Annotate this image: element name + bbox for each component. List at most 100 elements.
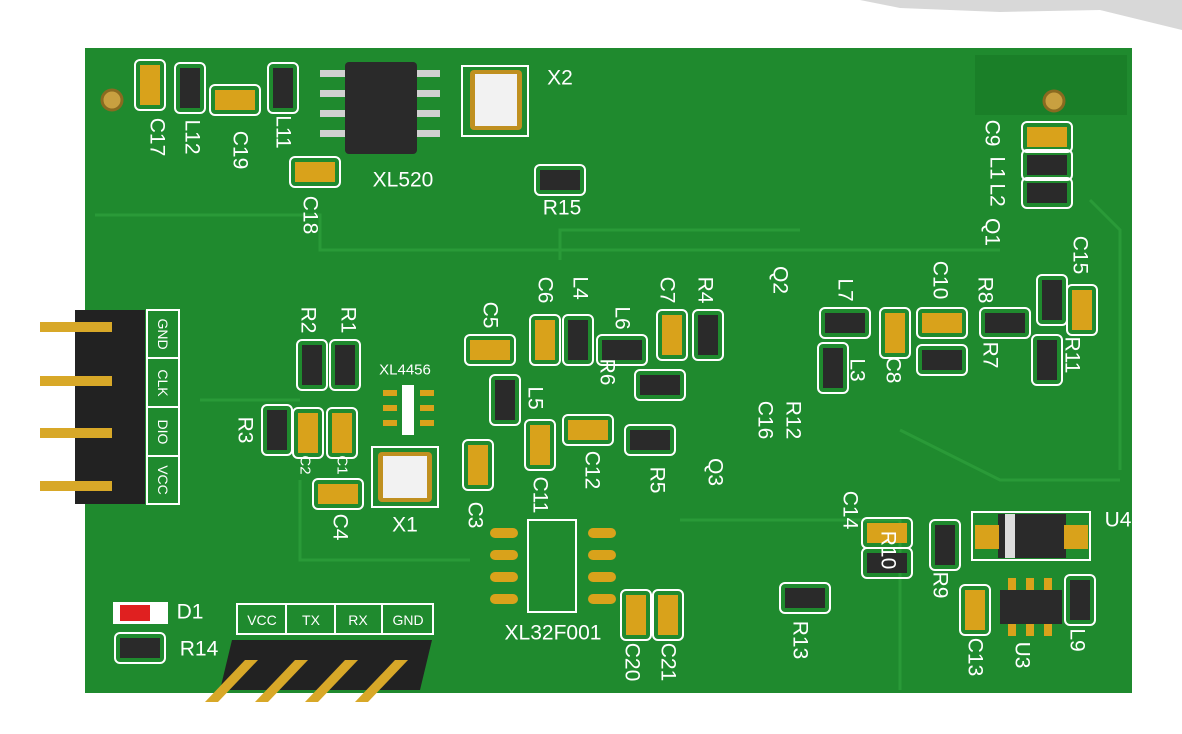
label-r2: R2	[296, 306, 320, 334]
resistor-inductor	[785, 588, 825, 608]
resistor-inductor	[335, 345, 355, 385]
resistor-inductor	[1027, 155, 1067, 175]
footprint-outline	[1021, 177, 1073, 209]
pin-header-bottom[interactable]	[205, 603, 434, 702]
label-c9: C9	[980, 119, 1004, 147]
footprint-outline	[174, 62, 206, 114]
footprint-outline	[692, 309, 724, 361]
footprint-outline	[634, 369, 686, 401]
mount-hole	[100, 88, 124, 112]
traces	[95, 198, 1122, 690]
resistor-inductor	[922, 350, 962, 370]
resistor-inductor	[640, 375, 680, 395]
capacitor	[530, 425, 550, 465]
resistor-inductor	[1037, 340, 1057, 380]
capacitor	[215, 90, 255, 110]
footprint-outline	[624, 424, 676, 456]
footprint-outline	[1021, 121, 1073, 153]
capacitor	[867, 523, 907, 543]
capacitor	[140, 65, 160, 105]
capacitor	[468, 445, 488, 485]
footprint-outline	[134, 59, 166, 111]
footprint-outline	[1064, 574, 1096, 626]
footprint-outline	[329, 339, 361, 391]
label-l3: L3	[845, 358, 869, 382]
label-q3: Q3	[703, 457, 727, 487]
label-c19: C19	[228, 130, 252, 170]
footprint-outline	[652, 589, 684, 641]
crystal-x2	[461, 65, 529, 137]
label-r15: R15	[542, 196, 582, 220]
label-x1: X1	[392, 513, 418, 537]
footprint-outline	[292, 407, 324, 459]
label-c6: C6	[533, 276, 557, 304]
capacitor	[1027, 127, 1067, 147]
label-r8: R8	[973, 276, 997, 304]
ic-xl4456	[383, 385, 434, 435]
footprint-outline	[620, 589, 652, 641]
label-l6: L6	[610, 306, 634, 330]
pin-label-gnd: GND	[155, 318, 171, 350]
footprint-outline	[462, 439, 494, 491]
label-c11: C11	[528, 476, 552, 514]
label-u4: U4	[1104, 508, 1132, 532]
label-d1: D1	[176, 600, 204, 624]
label-c15: C15	[1068, 235, 1092, 275]
label-c4: C4	[328, 513, 352, 541]
footprint-outline	[312, 478, 364, 510]
label-r11: R11	[1060, 336, 1084, 374]
label-c3: C3	[463, 501, 487, 529]
pin-label-rx: RX	[348, 612, 368, 628]
resistor-inductor	[1070, 580, 1090, 620]
label-r6: R6	[595, 358, 619, 386]
footprint-outline	[562, 314, 594, 366]
label-l1: L1	[985, 156, 1009, 180]
label-xl520: XL520	[372, 168, 434, 192]
footprint-outline	[562, 414, 614, 446]
resistor-inductor	[273, 68, 293, 108]
label-l4: L4	[568, 276, 592, 300]
label-c21: C21	[656, 642, 680, 682]
label-r4: R4	[693, 276, 717, 304]
footprint-outline	[1066, 284, 1098, 336]
capacitor	[332, 413, 352, 453]
label-c8: C8	[881, 356, 905, 384]
label-r5: R5	[645, 466, 669, 494]
label-c5: C5	[478, 301, 502, 329]
capacitor	[662, 315, 682, 355]
label-l12: L12	[180, 119, 204, 155]
label-r12: R12	[781, 400, 805, 440]
capacitor	[885, 313, 905, 353]
footprint-outline	[879, 307, 911, 359]
label-c18: C18	[298, 195, 322, 235]
resistor-inductor	[935, 525, 955, 565]
mount-hole	[1042, 89, 1066, 113]
pin-header-left[interactable]	[40, 309, 180, 505]
footprint-outline	[489, 374, 521, 426]
label-c10: C10	[928, 260, 952, 300]
label-c7: C7	[655, 276, 679, 304]
capacitor	[1072, 290, 1092, 330]
footprint-outline	[916, 344, 968, 376]
resistor-inductor	[267, 410, 287, 450]
capacitor	[626, 595, 646, 635]
pin-label-gnd: GND	[392, 612, 424, 628]
label-xl32f001: XL32F001	[504, 621, 602, 645]
footprint-outline	[979, 307, 1031, 339]
resistor-inductor	[823, 348, 843, 388]
label-r13: R13	[788, 620, 812, 660]
label-l11: L11	[271, 115, 295, 149]
resistor-inductor	[630, 430, 670, 450]
footprint-outline	[861, 547, 913, 579]
resistor-inductor	[1042, 280, 1062, 320]
resistor-inductor	[867, 553, 907, 573]
resistor-inductor	[540, 170, 580, 190]
footprint-outline	[209, 84, 261, 116]
footprint-outline	[959, 584, 991, 636]
label-r1: R1	[336, 306, 360, 334]
footprint-outline	[524, 419, 556, 471]
label-r7: R7	[978, 341, 1002, 369]
resistor-inductor	[602, 340, 642, 360]
footprint-outline	[267, 62, 299, 114]
